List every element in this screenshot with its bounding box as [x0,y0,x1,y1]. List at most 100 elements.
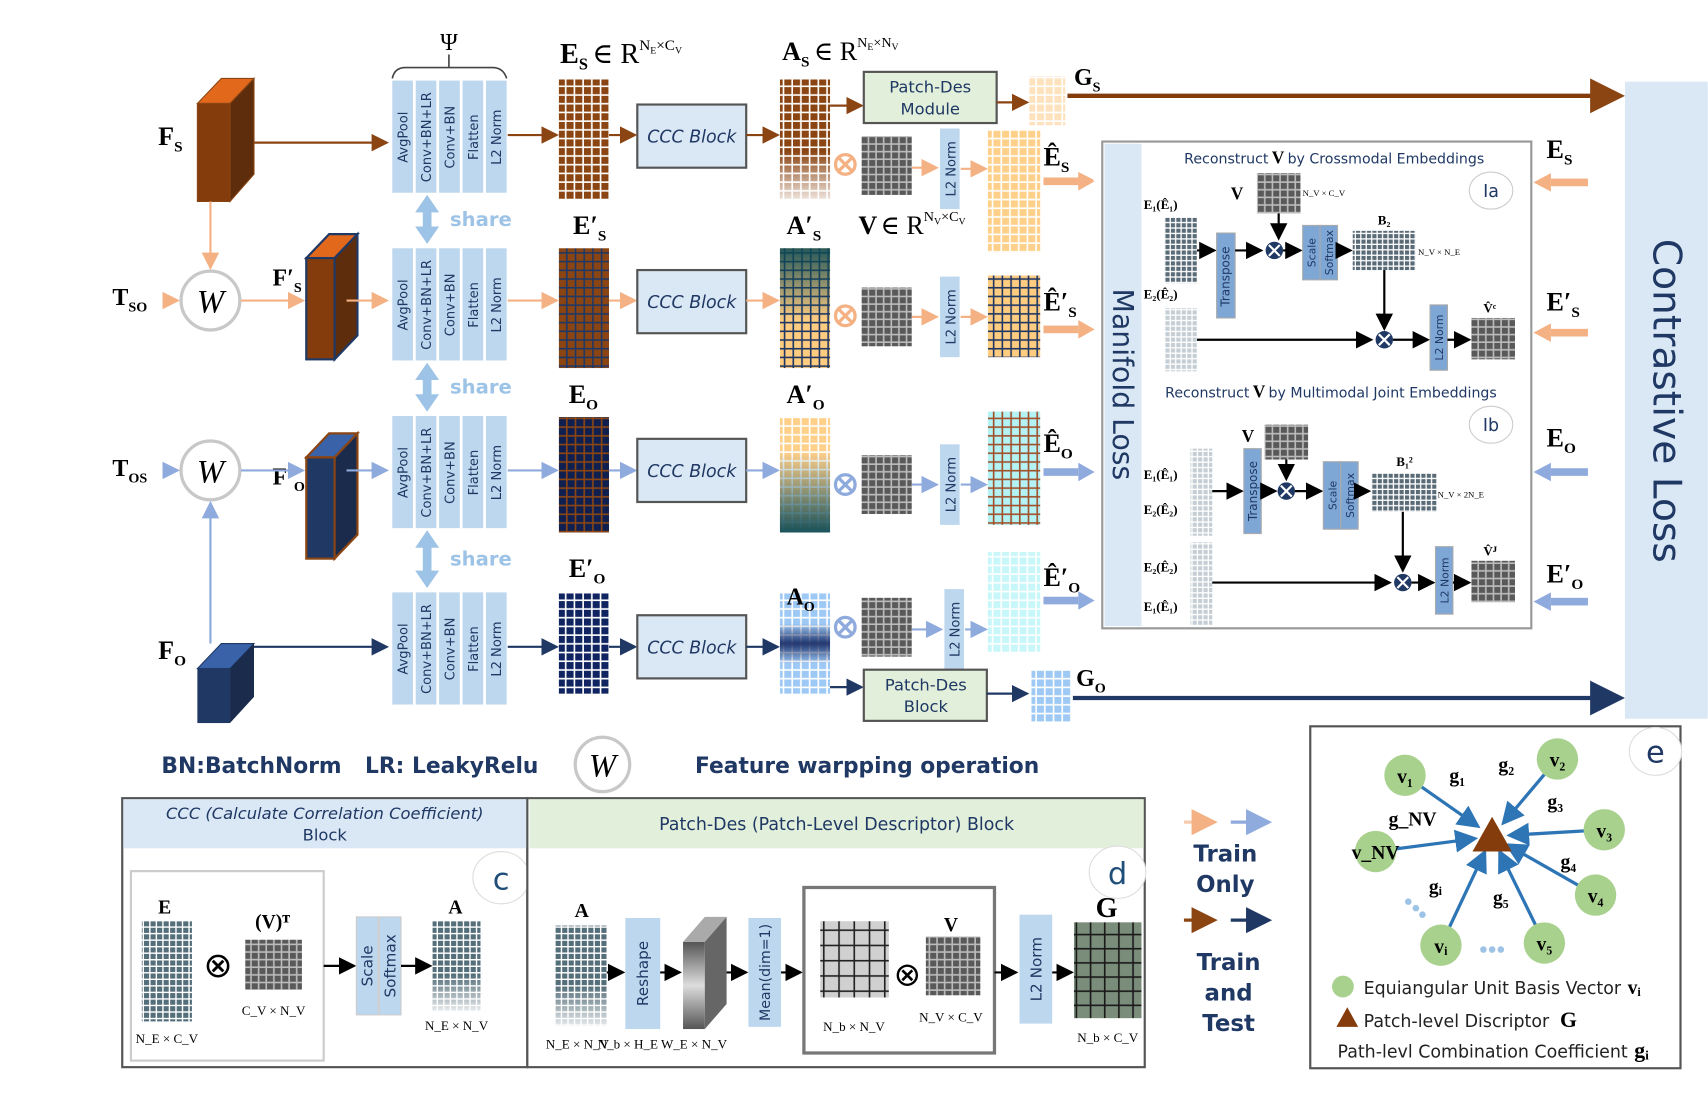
svg-text:Transpose: Transpose [1219,247,1233,308]
svg-text:Scale: Scale [1306,238,1319,268]
label-eo-hat-prime: Ê′O [1043,563,1080,597]
module-layer [439,415,460,529]
svg-text:C_V × N_V: C_V × N_V [242,1003,306,1018]
svg-text:N_b × H_E W_E × N_V: N_b × H_E W_E × N_V [598,1037,728,1052]
module-layer [462,592,484,705]
label-tos: TOS [112,456,147,487]
label-ao: AO [786,584,814,615]
basis-vector-node [1354,830,1397,873]
module-layer-label: Conv+BN [443,106,458,169]
go-grid [1031,669,1071,722]
ccc-block-2[interactable] [636,268,748,335]
svg-text:E: E [158,898,171,919]
svg-text:c: c [493,863,510,898]
patch-des-detail-panel: Patch-Des (Patch-Level Descriptor) Block… [526,797,1147,1069]
v-matrix-grid [861,136,912,195]
share-label: share [450,376,512,399]
ccc-block-1[interactable] [636,103,748,169]
svg-text:Scale: Scale [1326,481,1339,511]
module-layer-label: AvgPool [397,623,412,674]
coefficient-label: g₂ [1498,755,1514,776]
module-layer [462,248,484,361]
psi-brace [391,54,508,79]
basis-vector-node [1420,924,1462,966]
module-layer [392,248,413,361]
coefficient-arrow [1506,822,1585,846]
module-layer-label: Flatten [467,114,482,160]
module-layer-label: Conv+BN+LR [420,92,435,182]
svg-text:Test: Test [1202,1011,1255,1037]
module-layer-label: Conv+BN [443,274,458,337]
label-es-prime: E′S [573,211,606,245]
svg-text:Block: Block [904,697,949,716]
basis-vector-node [1583,809,1625,851]
eo-hat-grid [987,411,1041,525]
svg-text:and: and [1205,981,1253,1007]
module-layer [485,415,507,529]
svg-text:E′O: E′O [1547,560,1584,594]
patch-badge [1088,845,1147,899]
label-eo-hat: ÊO [1043,429,1072,463]
ellipsis-dot [1419,911,1426,918]
svg-text:N_b × C_V: N_b × C_V [1077,1030,1139,1045]
patch-des-block[interactable] [862,668,988,722]
svg-text:N_E × N_V: N_E × N_V [546,1037,610,1052]
legend-warp-desc: Feature warpping operation [695,754,1039,779]
svg-text:Scale: Scale [359,945,377,986]
feature-fo-prime [303,430,360,562]
embedding-es-prime-grid [558,248,609,369]
svg-text:B₁²: B₁² [1396,454,1413,469]
module-layer-label: AvgPool [397,279,412,330]
coefficient-label: gᵢ [1429,877,1443,898]
contrastive-loss-panel: Contrastive Loss [1624,81,1708,719]
svg-text:W: W [589,748,619,784]
svg-text:E₂(Ê₂): E₂(Ê₂) [1144,502,1178,517]
feature-fo [196,643,256,724]
legend-warp-icon: W [573,735,632,794]
basis-vector-label: v₄ [1588,887,1604,908]
svg-text:N_b × N_V: N_b × N_V [823,1019,885,1034]
svg-text:L2 Norm: L2 Norm [944,457,959,512]
coefficient-arrow [1394,829,1479,853]
svg-text:L2 Norm: L2 Norm [1433,315,1446,361]
label-eo-prime: E′O [569,554,606,588]
module-layer [485,80,507,193]
row-source-reconstruct: L2 Norm [833,128,1041,253]
label-fo: FO [158,636,186,670]
ellipsis-dot [1488,946,1496,953]
es-hat-grid [987,130,1041,253]
patch-des-module[interactable] [862,70,998,125]
svg-text:V: V [944,915,958,936]
share-arrow: share [415,194,512,244]
svg-text:E₁(Ê₁): E₁(Ê₁) [1144,197,1178,212]
svg-text:V̂ᴶ: V̂ᴶ [1483,543,1497,558]
svg-text:B₂: B₂ [1378,212,1391,227]
svg-text:L2 Norm: L2 Norm [1027,937,1045,1002]
basis-vector-label: v₃ [1596,821,1612,842]
embedding-es-grid [558,79,609,200]
module-layer-label: Conv+BN+LR [420,260,435,350]
svg-text:N_E × N_V: N_E × N_V [425,1018,489,1033]
warp-op-top: W [179,269,242,332]
svg-text:N_V × C_V: N_V × C_V [919,1009,983,1024]
svg-text:V̂ᶜ: V̂ᶜ [1483,301,1496,316]
svg-text:ES: ES [1547,135,1573,169]
module-layer [439,248,460,361]
module-layer [485,592,507,705]
label-es-hat-prime: Ê′S [1043,287,1076,321]
svg-text:W: W [197,285,227,321]
ellipsis-dot [1480,946,1487,953]
train-legend: Train Only Train and Test [1183,809,1273,1037]
label-as-prime: A′S [786,211,821,245]
svg-text:Train: Train [1197,950,1261,976]
share-arrow: share [415,362,512,412]
coefficient-arrow [1420,785,1481,829]
legend-bn: BN:BatchNorm [161,754,341,779]
module-layer [439,80,460,193]
